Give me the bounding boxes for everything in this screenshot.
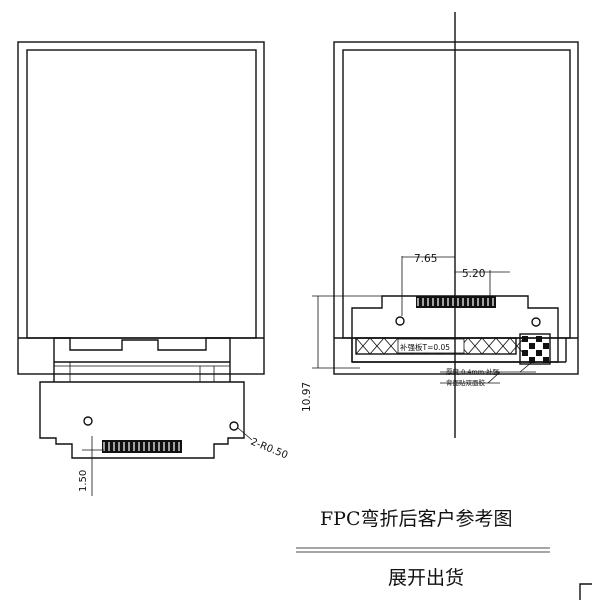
right-fpc-folded: [351, 295, 559, 363]
right-stiffener: [355, 337, 517, 355]
ic-cell: [522, 336, 528, 342]
ic-cell: [529, 357, 535, 363]
ic-cell: [536, 350, 542, 356]
left-active-area: [26, 49, 257, 339]
hatch-line: [481, 337, 497, 355]
left-gold-fingers: [102, 440, 182, 453]
right-finger-block: [416, 296, 496, 308]
right-active-area: [342, 49, 571, 339]
ic-cell: [522, 350, 528, 356]
right-fpc-hole-left: [395, 316, 405, 326]
right-note-thickness: 厚度 0.4mm 补强: [446, 367, 500, 376]
ic-cell: [536, 336, 542, 342]
hatch-line: [355, 337, 371, 355]
left-fpc-body: [39, 381, 245, 459]
right-outer-frame: [333, 41, 579, 375]
right-note-coverlay: 背面贴双面胶: [446, 378, 486, 387]
right-ic-block: [519, 333, 551, 365]
caption-title: FPC弯折后客户参考图: [320, 508, 513, 530]
hatch-line: [467, 337, 483, 355]
right-dim-b-label: 5.20: [462, 268, 485, 280]
caption-subtitle: 展开出货: [388, 567, 464, 589]
ic-cell: [543, 357, 549, 363]
left-finger-block: [102, 440, 182, 453]
right-note-leader-3: [519, 361, 533, 373]
captions: FPC弯折后客户参考图 展开出货: [296, 508, 592, 600]
right-view: 补强板T=0.05 厚度 0.4mm 补强 背面贴双面胶 7.65 5.20 1…: [301, 12, 579, 438]
left-outer-frame: [17, 41, 265, 375]
ic-cell: [529, 343, 535, 349]
right-gold-fingers: [416, 296, 496, 308]
left-offset-label: 1.50: [78, 470, 89, 492]
left-radius-label: 2-R0.50: [249, 437, 289, 462]
left-fpc-hole-right: [229, 421, 239, 431]
right-note-leader-4: [487, 371, 501, 384]
right-ic-pattern: [522, 336, 549, 363]
hatch-line: [383, 337, 399, 355]
hatch-line: [509, 337, 525, 355]
left-view: 2-R0.50 1.50: [17, 41, 289, 496]
left-fpc-hole-left: [83, 416, 93, 426]
right-stiffener-label: 补强板T=0.05: [400, 342, 450, 352]
left-bonding-profile: [54, 337, 230, 351]
ic-cell: [543, 343, 549, 349]
corner-mark: [579, 583, 592, 600]
right-dim-h-label: 10.97: [301, 382, 313, 412]
right-dim-a-label: 7.65: [414, 253, 437, 265]
hatch-line: [369, 337, 385, 355]
right-stiffener-label-box: [397, 338, 465, 354]
left-radius-leader: [237, 427, 253, 441]
hatch-line: [495, 337, 511, 355]
right-fpc-hole-right: [531, 317, 541, 327]
